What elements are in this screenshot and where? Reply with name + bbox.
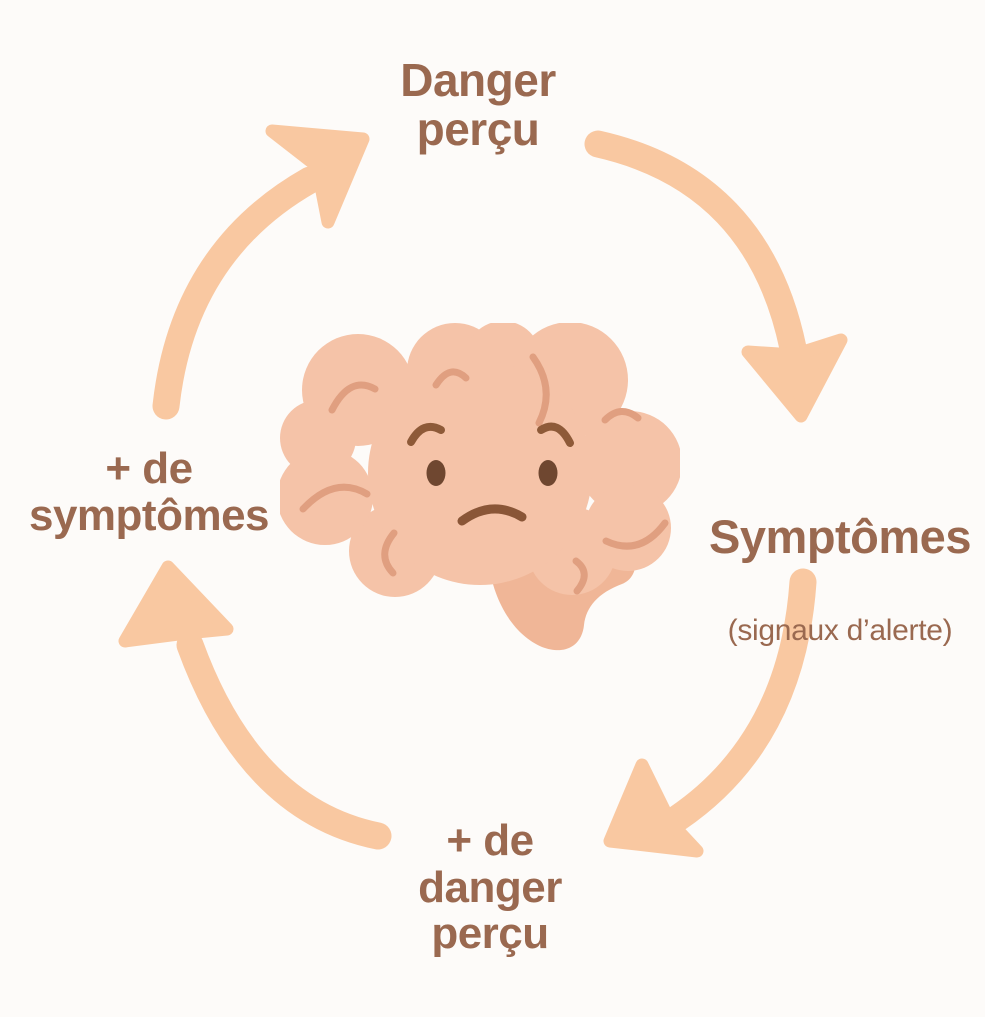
arrow-bottom-to-left-icon (118, 560, 392, 850)
right-eyebrow (537, 422, 574, 447)
arrow-top-to-right-icon (584, 130, 848, 423)
sad-brain-icon (280, 323, 680, 651)
label-danger-percu: Danger perçu (400, 54, 556, 155)
label-plus-symptomes: + de symptômes (28, 444, 270, 540)
arrow-left-to-top-icon (152, 124, 370, 420)
left-eyebrow (407, 423, 445, 446)
brain-body (280, 323, 680, 597)
brain-folds (299, 353, 669, 595)
label-symptomes-subtitle: (signaux d’alerte) (727, 614, 953, 648)
right-eye (538, 460, 558, 486)
arrow-right-to-bottom-icon (603, 568, 817, 858)
label-plus-danger-percu: + de danger perçu (418, 816, 562, 959)
label-symptomes-title: Symptômes (709, 509, 971, 563)
label-symptomes: Symptômes (signaux d’alerte) (709, 462, 971, 697)
brain-face (407, 422, 574, 526)
sad-mouth (457, 504, 527, 526)
left-eye (426, 460, 446, 486)
